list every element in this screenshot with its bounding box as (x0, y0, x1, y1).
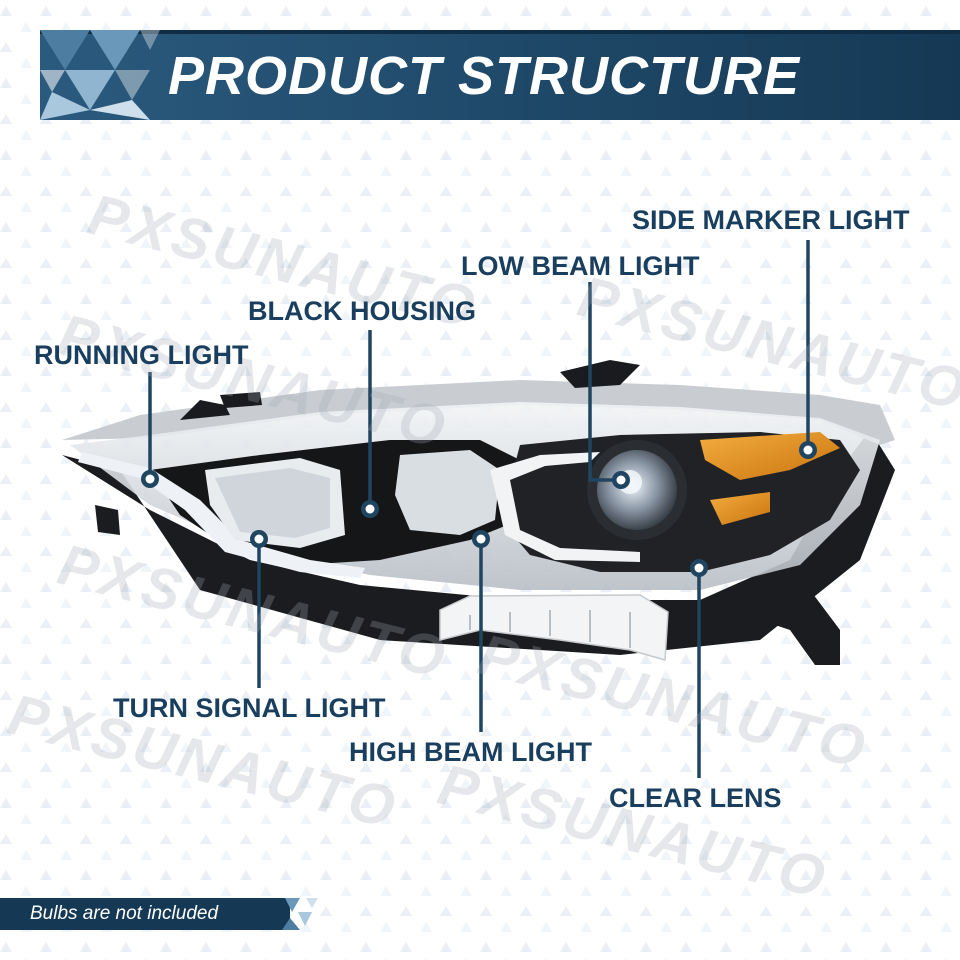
label-high-beam-light: HIGH BEAM LIGHT (349, 737, 592, 767)
pin-low-beam-icon (612, 471, 630, 489)
footer-bar (0, 898, 318, 930)
pin-side-marker-icon (799, 441, 817, 459)
label-black-housing: BLACK HOUSING (248, 296, 476, 326)
pin-high-beam-icon (472, 530, 490, 548)
label-turn-signal-light: TURN SIGNAL LIGHT (113, 693, 386, 723)
label-side-marker-light: SIDE MARKER LIGHT (632, 205, 910, 235)
page-title: PRODUCT STRUCTURE (168, 46, 800, 106)
label-running-light: RUNNING LIGHT (34, 340, 249, 370)
pin-clear-lens-icon (690, 559, 708, 577)
headlight-illustration (62, 360, 895, 665)
label-low-beam-light: LOW BEAM LIGHT (461, 251, 700, 281)
banner-triangle-decoration-icon (40, 30, 160, 120)
pin-black-housing-icon (361, 500, 379, 518)
callout-lines (148, 240, 810, 778)
header-banner (40, 30, 960, 120)
label-clear-lens: CLEAR LENS (609, 783, 782, 813)
callout-pin-icons (141, 441, 817, 577)
footer-note: Bulbs are not included (30, 903, 219, 924)
pin-running-light-icon (141, 470, 159, 488)
pin-turn-signal-icon (250, 530, 268, 548)
